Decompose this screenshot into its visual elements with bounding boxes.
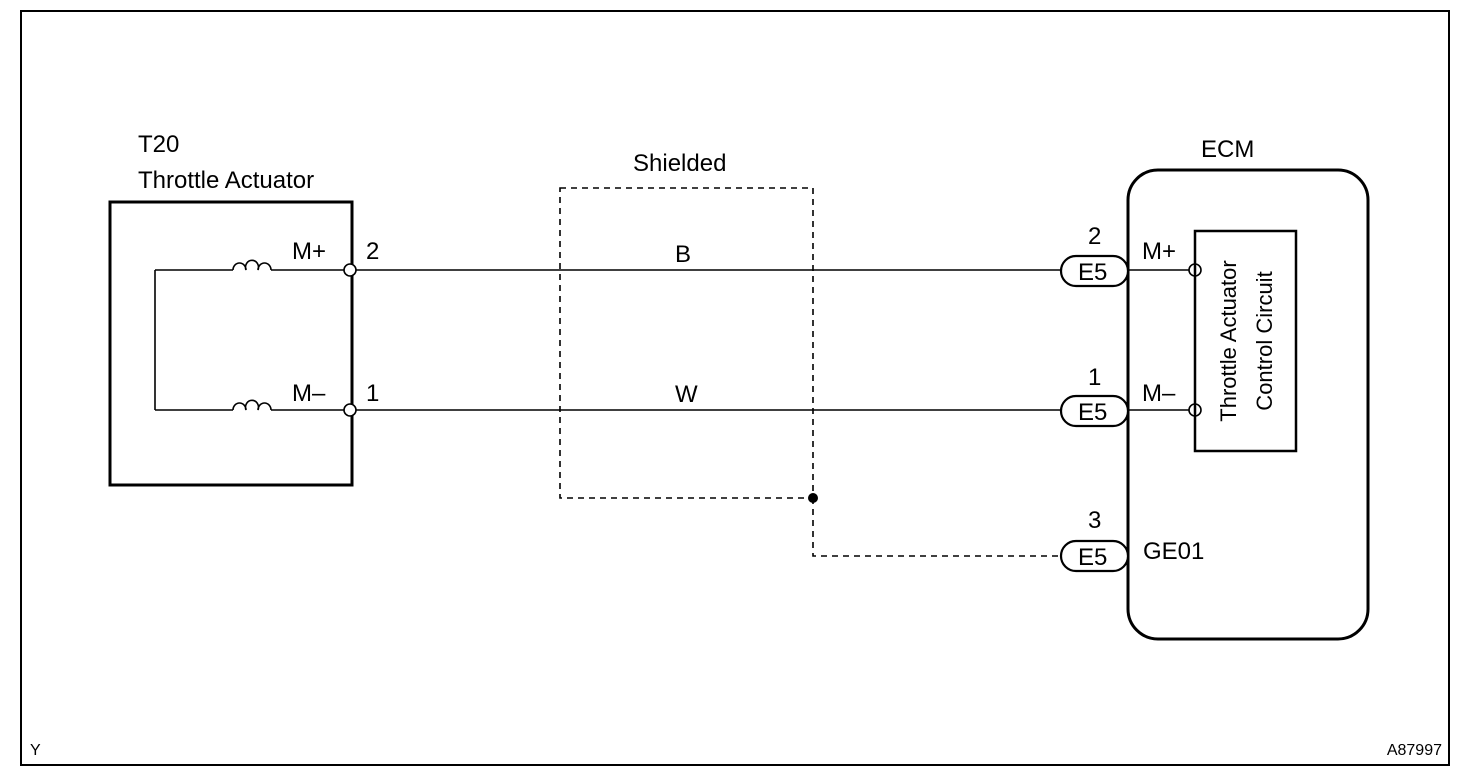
connector-e5-ge01	[1059, 539, 1130, 573]
actuator-terminal-m-minus	[343, 403, 357, 417]
ecm-terminal-ge01: GE01	[1143, 538, 1204, 565]
shield-drain-wire	[812, 498, 1061, 557]
actuator-pin-label-m-plus: M+	[292, 238, 326, 265]
figure-number: A87997	[1387, 742, 1442, 759]
ecm-terminal-m-minus: M–	[1142, 380, 1176, 407]
ecm-pin-number-1: 1	[1088, 364, 1101, 391]
ecm-box	[1126, 168, 1370, 641]
ecm-pin-number-3: 3	[1088, 507, 1101, 534]
ecm-terminal-m-plus: M+	[1142, 238, 1176, 265]
shield-label: Shielded	[633, 150, 726, 177]
actuator-name: Throttle Actuator	[138, 167, 314, 194]
actuator-internal-wiring	[154, 269, 345, 411]
control-circuit-box	[1193, 229, 1298, 453]
wire-color-b: B	[675, 241, 691, 268]
connector-e5-label: E5	[1078, 544, 1107, 571]
actuator-code: T20	[138, 131, 179, 158]
diagram-frame	[20, 10, 1450, 766]
wire-color-w: W	[675, 381, 698, 408]
shield-outline	[559, 187, 814, 499]
control-circuit-label-line1: Throttle Actuator	[1216, 260, 1241, 421]
actuator-pin-number-1: 1	[366, 380, 379, 407]
connector-e5-m-minus	[1059, 394, 1130, 428]
footer-left-code: Y	[30, 742, 41, 759]
actuator-pin-label-m-minus: M–	[292, 380, 326, 407]
connector-e5-label: E5	[1078, 399, 1107, 426]
ecm-title: ECM	[1201, 136, 1254, 163]
connector-e5-m-plus	[1059, 254, 1130, 288]
ecm-pin-number-2: 2	[1088, 223, 1101, 250]
connector-e5-label: E5	[1078, 259, 1107, 286]
actuator-terminal-m-plus	[343, 263, 357, 277]
motor-coil-icon	[232, 399, 272, 411]
actuator-box	[108, 200, 354, 487]
control-circuit-label-line2: Control Circuit	[1252, 271, 1277, 410]
motor-coil-icon	[232, 259, 272, 271]
shield-junction-dot	[808, 493, 818, 503]
actuator-pin-number-2: 2	[366, 238, 379, 265]
